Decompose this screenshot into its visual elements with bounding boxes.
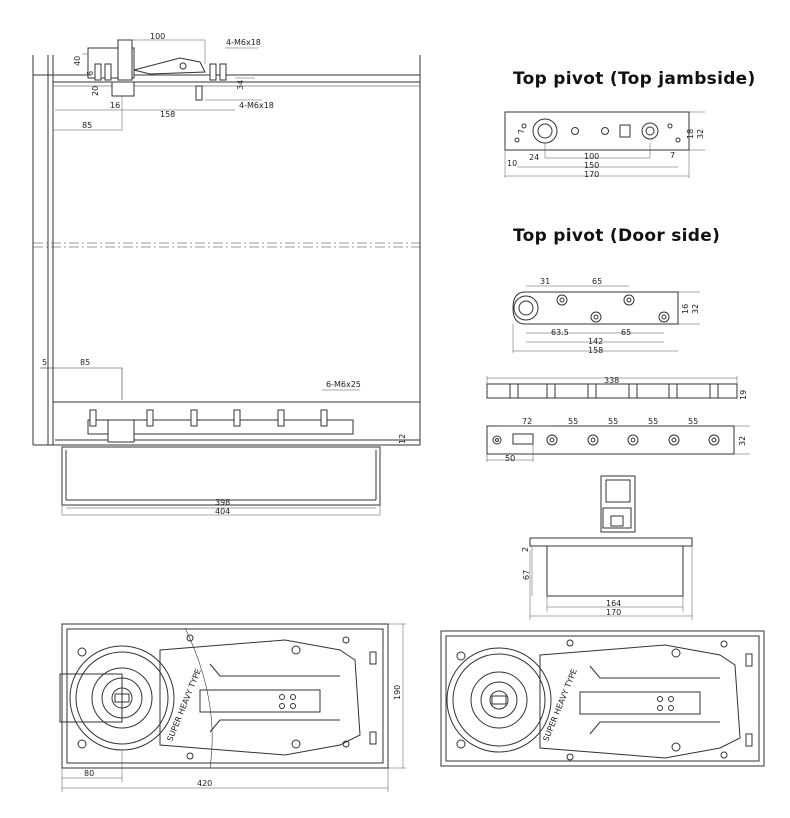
dim-j32: 32 [696, 129, 705, 139]
door-side-plate [512, 285, 700, 353]
dim-40: 40 [73, 56, 82, 66]
dim-s72: 72 [522, 417, 532, 426]
dim-100: 100 [150, 32, 165, 41]
dim-85: 85 [82, 121, 92, 130]
dim-b67: 67 [522, 570, 531, 580]
dim-j7b: 7 [670, 151, 675, 160]
dim-j7a: 7 [517, 129, 526, 134]
dim-s50: 50 [505, 454, 515, 463]
dim-f420: 420 [197, 779, 212, 788]
floor-spring-plan-left [59, 623, 406, 792]
dim-s55d: 55 [688, 417, 698, 426]
dim-20: 20 [91, 86, 100, 96]
dim-j170: 170 [584, 170, 599, 179]
dim-p158: 158 [588, 346, 603, 355]
floor-spring-plan-right [440, 630, 765, 767]
top-pivot-assembly [53, 39, 262, 131]
dim-398: 398 [215, 498, 230, 507]
dim-s55a: 55 [568, 417, 578, 426]
dim-p16: 16 [681, 304, 690, 314]
dim-158: 158 [160, 110, 175, 119]
dim-4-m6x18-a: 4-M6x18 [226, 38, 261, 47]
dim-p63-5: 63.5 [551, 328, 569, 337]
dim-p31: 31 [540, 277, 550, 286]
dim-j100: 100 [584, 152, 599, 161]
dim-4-m6x18-b: 4-M6x18 [239, 101, 274, 110]
dim-j150: 150 [584, 161, 599, 170]
dim-404: 404 [215, 507, 230, 516]
dim-85-lower: 85 [80, 358, 90, 367]
dim-b170: 170 [606, 608, 621, 617]
dim-p65b: 65 [621, 328, 631, 337]
dim-34: 34 [236, 80, 245, 90]
door-elevation [32, 55, 421, 446]
bottom-strap-bolts [87, 409, 354, 443]
dim-j10: 10 [507, 159, 517, 168]
dim-16: 16 [110, 101, 120, 110]
dim-s55c: 55 [648, 417, 658, 426]
floor-spring-body-elevation [61, 446, 381, 516]
dim-f190: 190 [393, 685, 402, 700]
title-top-jambside: Top pivot (Top jambside) [513, 69, 756, 89]
dim-s19: 19 [739, 390, 748, 400]
dim-j18: 18 [686, 129, 695, 139]
dim-p65a: 65 [592, 277, 602, 286]
dim-6: 6 [86, 71, 95, 76]
dim-j24: 24 [529, 153, 539, 162]
jambside-plate [504, 111, 705, 178]
strap-side-view [486, 376, 738, 399]
dim-12: 12 [398, 434, 407, 444]
dim-b164: 164 [606, 599, 621, 608]
body-side-section [529, 475, 693, 620]
dim-p32: 32 [691, 304, 700, 314]
strap-top-view [486, 425, 750, 462]
dim-p142: 142 [588, 337, 603, 346]
dim-5: 5 [42, 358, 47, 367]
dim-s32: 32 [738, 436, 747, 446]
dim-s338: 338 [604, 376, 619, 385]
dim-f80: 80 [84, 769, 94, 778]
dim-6-m6x25: 6-M6x25 [326, 380, 361, 389]
dim-s55b: 55 [608, 417, 618, 426]
dim-b2: 2 [521, 547, 530, 552]
title-top-door-side: Top pivot (Door side) [513, 226, 720, 246]
